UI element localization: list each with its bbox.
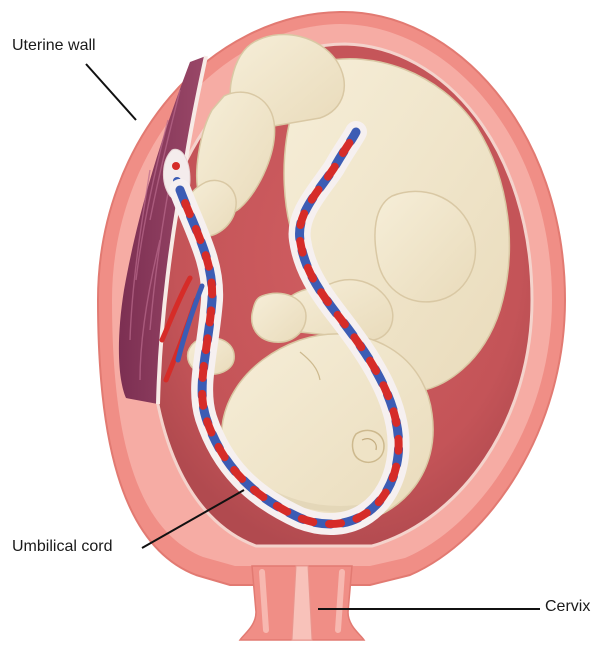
cervix-label: Cervix [545, 599, 590, 615]
uterine-wall-leader-line [86, 64, 136, 120]
fetus-ear [353, 430, 384, 462]
cervix [240, 566, 364, 640]
placental-artery-dot [172, 162, 180, 170]
umbilical-cord-label: Umbilical cord [12, 539, 112, 555]
cervical-canal [292, 566, 312, 640]
uterine-wall-label: Uterine wall [12, 38, 96, 54]
cervix-left-lip [262, 572, 266, 630]
cervix-right-lip [338, 572, 342, 630]
fetus-hand [252, 293, 306, 342]
